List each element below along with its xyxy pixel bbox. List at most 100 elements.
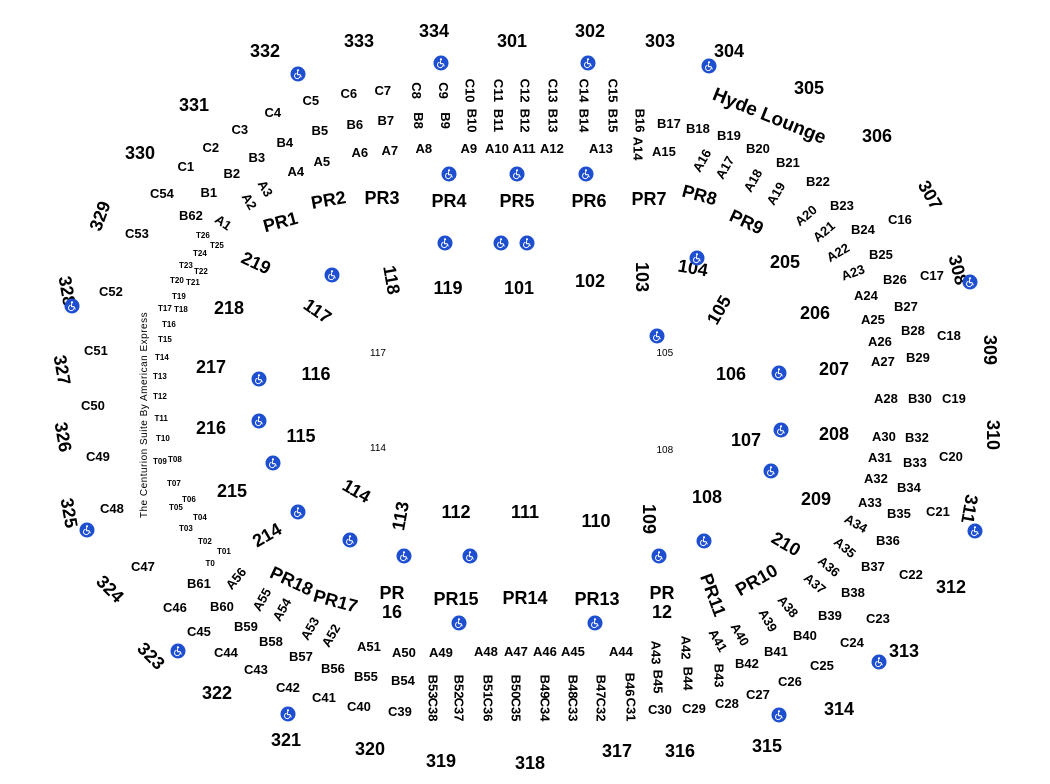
- section-110[interactable]: 110: [581, 511, 611, 531]
- loge-C42[interactable]: C42: [276, 679, 300, 695]
- section-103[interactable]: 103: [632, 261, 653, 293]
- loge-C19[interactable]: C19: [942, 390, 966, 406]
- loge-B38[interactable]: B38: [841, 584, 865, 600]
- loge-A24[interactable]: A24: [854, 287, 878, 303]
- loge-B37[interactable]: B37: [861, 558, 885, 574]
- section-205[interactable]: 205: [770, 252, 801, 272]
- section-112[interactable]: 112: [441, 502, 471, 522]
- premium-PR11[interactable]: PR11: [696, 570, 730, 620]
- loge-A9[interactable]: A9: [460, 140, 478, 156]
- section-115[interactable]: 115: [286, 426, 316, 446]
- loge-C6[interactable]: C6: [340, 85, 358, 101]
- loge-B14[interactable]: B14: [576, 108, 592, 132]
- section-324[interactable]: 324: [92, 571, 128, 607]
- loge-A28[interactable]: A28: [874, 390, 898, 406]
- loge-C51[interactable]: C51: [84, 342, 108, 358]
- loge-B36[interactable]: B36: [876, 532, 900, 548]
- loge-B23[interactable]: B23: [830, 197, 854, 213]
- premium-PR16[interactable]: PR 16: [379, 583, 405, 622]
- loge-B56[interactable]: B56: [321, 660, 345, 676]
- loge-B50[interactable]: B50: [508, 674, 524, 698]
- loge-A43[interactable]: A43: [648, 640, 664, 664]
- centurion-suite-label[interactable]: The Centurion Suite By American Express: [139, 311, 151, 519]
- loge-B17[interactable]: B17: [657, 115, 681, 131]
- box-T04[interactable]: T04: [193, 513, 207, 522]
- loge-B39[interactable]: B39: [818, 607, 842, 623]
- loge-A22[interactable]: A22: [823, 239, 853, 265]
- loge-B4[interactable]: B4: [276, 134, 294, 150]
- loge-A32[interactable]: A32: [864, 470, 888, 486]
- section-111[interactable]: 111: [511, 502, 540, 522]
- section-326[interactable]: 326: [50, 420, 76, 454]
- loge-C35[interactable]: C35: [508, 697, 524, 721]
- loge-C12[interactable]: C12: [517, 78, 533, 102]
- loge-C7[interactable]: C7: [374, 82, 392, 98]
- section-218[interactable]: 218: [214, 298, 245, 318]
- loge-B21[interactable]: B21: [776, 154, 800, 170]
- loge-B45[interactable]: B45: [650, 669, 666, 693]
- loge-A20[interactable]: A20: [791, 201, 820, 229]
- section-216[interactable]: 216: [196, 418, 227, 438]
- section-214[interactable]: 214: [249, 518, 286, 552]
- premium-PR15[interactable]: PR15: [433, 589, 479, 609]
- box-T11[interactable]: T11: [154, 414, 168, 423]
- box-T12[interactable]: T12: [153, 392, 167, 401]
- loge-C18[interactable]: C18: [937, 327, 961, 343]
- loge-B2[interactable]: B2: [223, 165, 241, 181]
- premium-PR6[interactable]: PR6: [571, 191, 607, 211]
- section-118[interactable]: 118: [378, 263, 404, 297]
- box-T03[interactable]: T03: [179, 524, 193, 533]
- loge-B33[interactable]: B33: [903, 454, 927, 470]
- loge-A47[interactable]: A47: [504, 643, 528, 659]
- loge-A46[interactable]: A46: [533, 643, 557, 659]
- loge-B59[interactable]: B59: [234, 618, 258, 634]
- loge-C47[interactable]: C47: [131, 558, 155, 574]
- loge-A56[interactable]: A56: [222, 564, 250, 592]
- loge-C45[interactable]: C45: [187, 623, 211, 639]
- loge-B47[interactable]: B47: [593, 674, 609, 698]
- loge-B12[interactable]: B12: [517, 108, 533, 132]
- loge-C50[interactable]: C50: [81, 397, 105, 413]
- loge-A15[interactable]: A15: [652, 143, 676, 159]
- section-301[interactable]: 301: [497, 31, 528, 51]
- loge-C23[interactable]: C23: [866, 610, 890, 626]
- section-334[interactable]: 334: [419, 21, 450, 41]
- loge-B20[interactable]: B20: [746, 140, 770, 156]
- loge-B25[interactable]: B25: [869, 246, 893, 262]
- section-322[interactable]: 322: [202, 683, 233, 703]
- section-307[interactable]: 307: [913, 176, 947, 214]
- loge-B53[interactable]: B53: [425, 674, 441, 698]
- section-107[interactable]: 107: [731, 430, 762, 450]
- loge-B57[interactable]: B57: [289, 648, 313, 664]
- loge-C24[interactable]: C24: [840, 634, 864, 650]
- premium-PR4[interactable]: PR4: [431, 191, 467, 211]
- loge-C30[interactable]: C30: [648, 701, 672, 717]
- box-T05[interactable]: T05: [169, 503, 183, 512]
- section-305[interactable]: 305: [794, 78, 825, 98]
- section-309[interactable]: 309: [980, 334, 1001, 366]
- floor-label-114[interactable]: 114: [370, 443, 386, 454]
- loge-A33[interactable]: A33: [858, 494, 882, 510]
- loge-B26[interactable]: B26: [883, 271, 907, 287]
- loge-B46[interactable]: B46: [622, 672, 638, 696]
- loge-A27[interactable]: A27: [871, 353, 895, 369]
- section-327[interactable]: 327: [49, 353, 75, 387]
- loge-A3[interactable]: A3: [254, 177, 276, 199]
- floor-label-105[interactable]: 105: [656, 348, 674, 359]
- loge-B60[interactable]: B60: [210, 598, 234, 614]
- loge-C14[interactable]: C14: [576, 78, 592, 102]
- section-302[interactable]: 302: [575, 21, 606, 41]
- premium-PR7[interactable]: PR7: [631, 189, 667, 209]
- section-329[interactable]: 329: [85, 198, 115, 234]
- loge-C36[interactable]: C36: [480, 697, 496, 721]
- section-320[interactable]: 320: [355, 739, 386, 759]
- loge-C4[interactable]: C4: [264, 104, 282, 120]
- loge-C11[interactable]: C11: [490, 78, 506, 102]
- loge-C8[interactable]: C8: [408, 81, 424, 99]
- section-316[interactable]: 316: [665, 741, 696, 761]
- loge-A11[interactable]: A11: [512, 140, 536, 156]
- loge-C38[interactable]: C38: [425, 697, 441, 721]
- premium-PR2[interactable]: PR2: [309, 187, 347, 213]
- loge-C21[interactable]: C21: [926, 503, 950, 519]
- section-106[interactable]: 106: [716, 364, 747, 384]
